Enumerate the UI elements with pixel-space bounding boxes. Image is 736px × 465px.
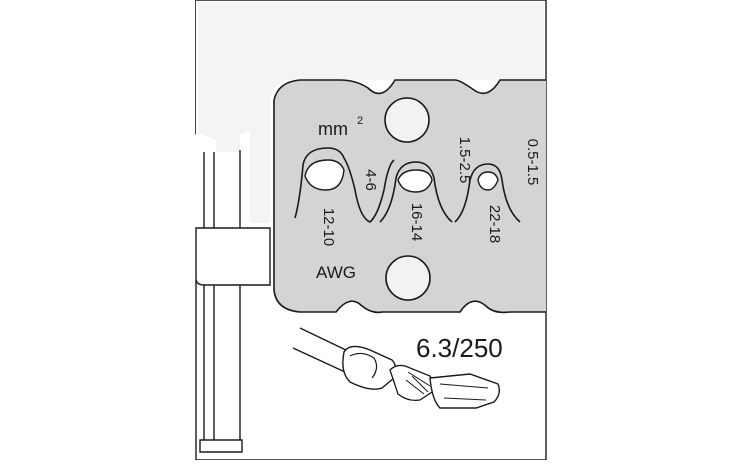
tool-pin-collar: [195, 227, 271, 286]
tool-pin-head: [199, 439, 243, 453]
die-size-mm2-small: 0.5-1.5: [524, 139, 541, 186]
die-cavity-large-inner: [304, 159, 345, 191]
terminal-receptacle-detail: [439, 383, 489, 401]
cable-terminal-illustration: [292, 327, 501, 409]
die-cavity-small-inner: [477, 171, 499, 191]
unit-metric-label: mm: [318, 119, 348, 139]
cable-insulation-ring: [349, 352, 378, 379]
cable: [292, 327, 351, 373]
die-size-awg-medium: 16-14: [408, 203, 425, 241]
die-cavity-small: [454, 163, 521, 223]
die-cavity-medium: [379, 161, 453, 223]
die-size-awg-large: 12-10: [320, 208, 337, 246]
terminal-size-label: 6.3/250: [416, 333, 503, 363]
die-hole-top: [384, 97, 430, 143]
die-cavity-medium-inner: [397, 169, 433, 193]
die-size-mm2-medium: 1.5-2.5: [456, 137, 473, 184]
unit-metric-superscript: 2: [357, 115, 363, 127]
die-size-awg-small: 22-18: [486, 205, 503, 243]
die-plate: [273, 79, 546, 314]
die-size-mm2-large: 4-6: [362, 169, 379, 191]
tool-body-upper-fill: [198, 2, 544, 223]
die-cavity-large: [294, 147, 395, 223]
terminal-wire-strands: [405, 371, 431, 395]
unit-awg-label: AWG: [316, 263, 356, 282]
tool-pin-bar: [203, 150, 241, 440]
die-hole-bottom: [385, 255, 431, 301]
